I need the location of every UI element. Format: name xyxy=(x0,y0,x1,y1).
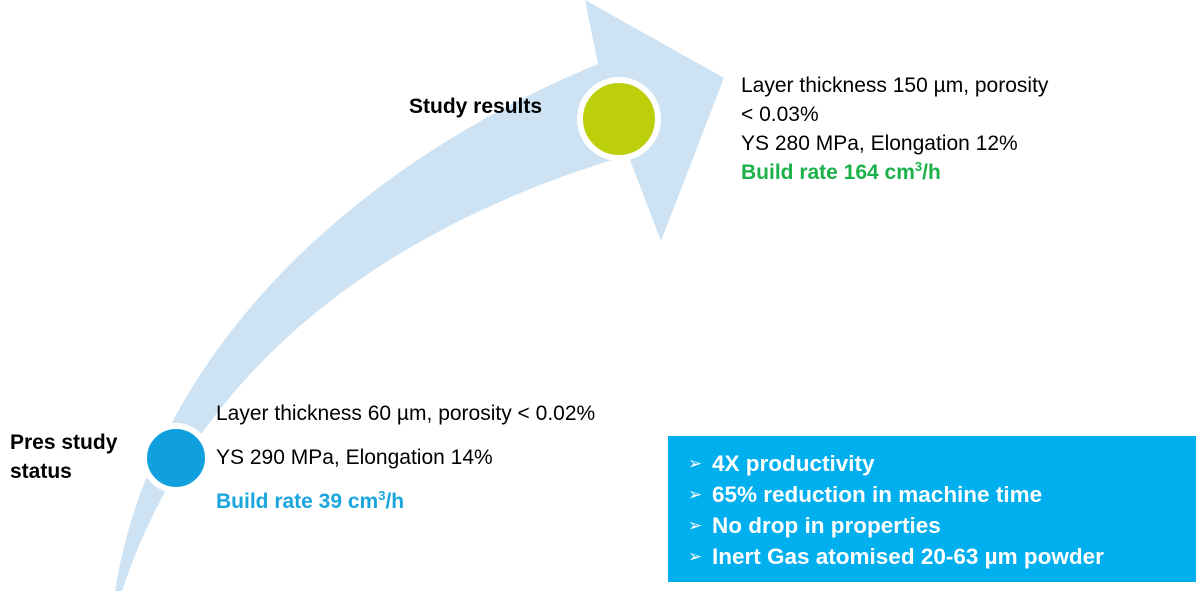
end-strength-line: YS 280 MPa, Elongation 12% xyxy=(741,132,1018,155)
start-build-rate: Build rate 39 cm3/h xyxy=(216,487,595,516)
start-stage-details: Layer thickness 60 µm, porosity < 0.02% … xyxy=(216,399,595,516)
start-layer-line: Layer thickness 60 µm, porosity < 0.02% xyxy=(216,402,596,425)
benefit-item: ➢ No drop in properties xyxy=(688,510,1196,541)
end-layer-line1: Layer thickness 150 µm, porosity xyxy=(741,74,1049,97)
end-milestone-dot xyxy=(577,77,661,161)
arrowhead-bullet-icon: ➢ xyxy=(688,485,703,504)
benefit-item: ➢ Inert Gas atomised 20-63 µm powder xyxy=(688,541,1196,572)
benefit-text: 65% reduction in machine time xyxy=(712,482,1043,507)
end-build-rate-unit: /h xyxy=(922,161,941,184)
start-build-rate-unit: /h xyxy=(385,490,405,513)
progress-arrow-shape xyxy=(115,0,724,591)
start-strength-line: YS 290 MPa, Elongation 14% xyxy=(216,446,493,469)
benefit-text: 4X productivity xyxy=(712,451,875,476)
benefit-item: ➢ 65% reduction in machine time xyxy=(688,479,1196,510)
arrowhead-bullet-icon: ➢ xyxy=(688,547,703,566)
arrowhead-bullet-icon: ➢ xyxy=(688,516,703,535)
start-build-rate-text: Build rate 39 cm xyxy=(216,490,379,513)
benefit-text: Inert Gas atomised 20-63 µm powder xyxy=(712,544,1104,569)
start-stage-label-line1: Pres study xyxy=(10,431,118,454)
arrowhead-bullet-icon: ➢ xyxy=(688,454,703,473)
end-stage-details: Layer thickness 150 µm, porosity < 0.03%… xyxy=(741,71,1048,187)
end-stage-label: Study results xyxy=(409,95,543,118)
start-milestone-dot xyxy=(141,423,211,493)
benefit-text: No drop in properties xyxy=(712,513,941,538)
start-build-rate-sup: 3 xyxy=(378,488,386,503)
benefits-box: ➢ 4X productivity ➢ 65% reduction in machi… xyxy=(668,436,1196,582)
end-layer-line2: < 0.03% xyxy=(741,103,819,126)
start-stage-label-line2: status xyxy=(10,460,72,483)
end-build-rate-sup: 3 xyxy=(914,159,923,174)
end-build-rate-text: Build rate 164 cm xyxy=(741,161,915,184)
end-build-rate: Build rate 164 cm3/h xyxy=(741,158,1048,187)
start-stage-label: Pres study status xyxy=(10,428,117,486)
benefit-item: ➢ 4X productivity xyxy=(688,448,1196,479)
